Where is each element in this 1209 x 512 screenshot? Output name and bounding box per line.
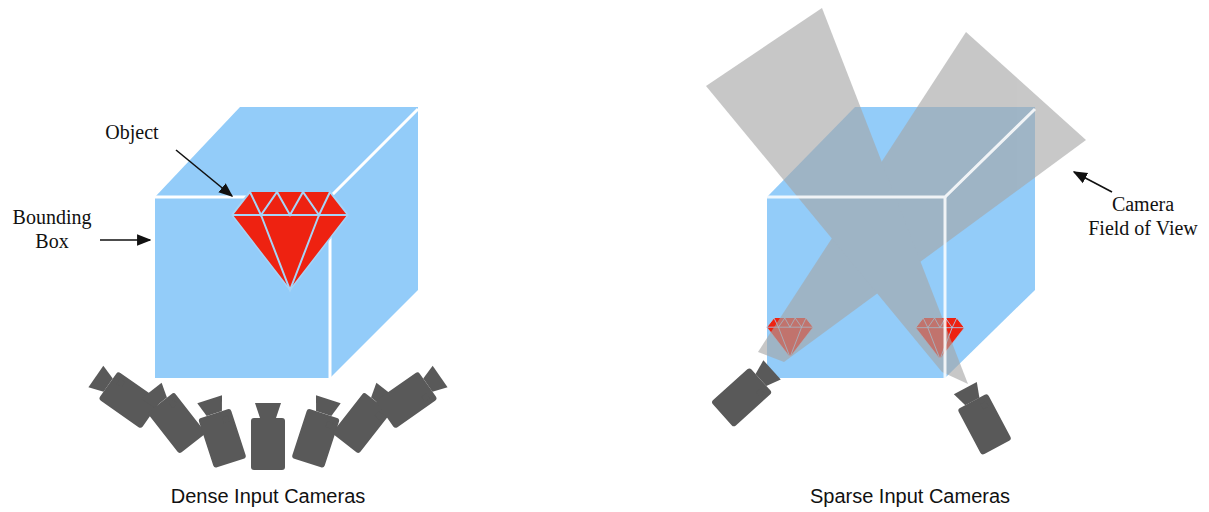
box-edges bbox=[767, 109, 1035, 378]
callout-label: Camera Field of View bbox=[1081, 192, 1205, 240]
leader-arrow bbox=[176, 150, 232, 196]
panel-caption: Dense Input Cameras bbox=[118, 484, 418, 508]
dense-cameras bbox=[86, 363, 450, 470]
callout-label: Bounding Box bbox=[6, 205, 98, 253]
camera-field-of-view bbox=[706, 8, 1086, 384]
leader-arrow bbox=[1074, 172, 1112, 192]
panel-caption: Sparse Input Cameras bbox=[760, 484, 1060, 508]
callout-label: Object bbox=[92, 120, 172, 144]
bounding-box bbox=[155, 107, 418, 378]
sparse-cameras bbox=[711, 357, 1012, 455]
leader-arrow bbox=[100, 239, 150, 241]
object-gem bbox=[232, 192, 348, 290]
